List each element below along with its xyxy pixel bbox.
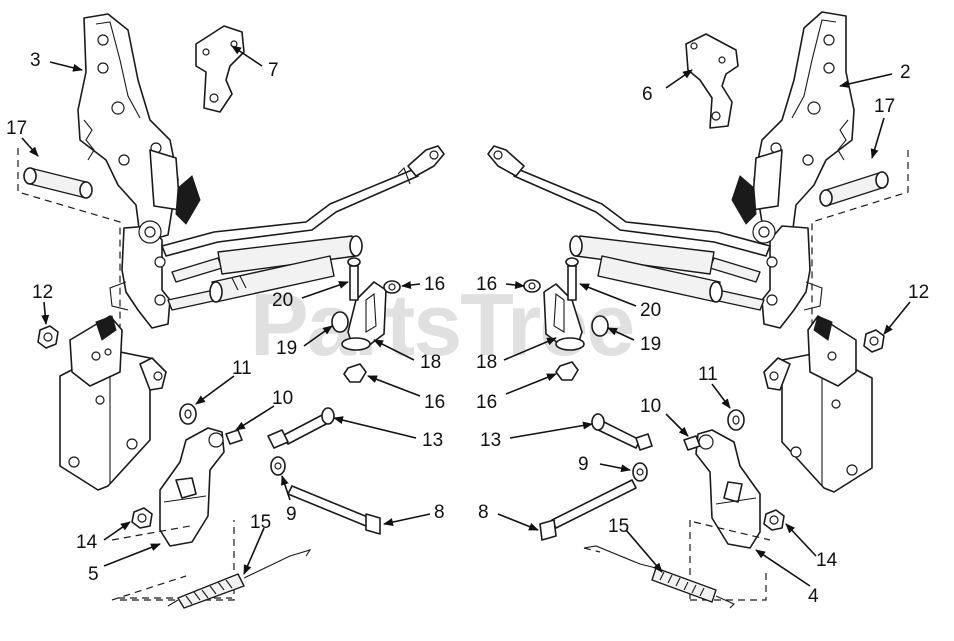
callout-10-right: 10 [640,396,661,417]
callout-10-left: 10 [272,388,293,409]
left-latch-plate [59,315,167,491]
part-6-right-bracket [685,33,739,129]
callout-11-right: 11 [698,364,718,385]
part-20-left-bolt [347,257,361,301]
left-gas-springs [167,235,363,311]
part-5-left-latch-lever [111,427,235,601]
right-assembly [487,11,909,609]
callout-18-left: 18 [420,352,441,373]
callout-7: 7 [268,60,279,81]
callout-14-left: 14 [76,532,98,553]
callout-12-right: 12 [908,282,929,303]
right-pull-rod [487,145,771,257]
callout-18-right: 18 [476,352,497,373]
callout-11-left: 11 [232,358,252,379]
part-11-left-washer [179,403,197,425]
callout-16-b: 16 [476,274,497,295]
callout-labels: 3 2 7 6 17 17 12 12 11 11 10 10 13 13 9 … [6,50,929,607]
callout-13-right: 13 [480,430,501,451]
part-15-left-spring [111,549,312,609]
part-12-left-nut [37,325,59,349]
part-14-right-nut [763,509,785,531]
right-latch-plate [763,315,873,493]
callout-2: 2 [900,62,911,83]
callout-4: 4 [808,586,819,607]
callout-14-right: 14 [816,550,838,571]
part-16-right-nut-top [523,279,541,293]
left-pull-rod [161,145,445,257]
callout-9-right: 9 [578,454,589,475]
callout-9-left: 9 [286,504,297,525]
part-16-left-nut-top [383,280,401,294]
left-hinge-plate [109,220,171,329]
part-16-left-nut-bottom [343,363,367,383]
part-19-left-bumper [331,311,349,333]
callout-19-right: 19 [640,334,661,355]
callout-8-right: 8 [478,502,489,523]
part-8-right-pin [539,479,637,541]
callout-16-d: 16 [476,392,497,413]
part-17-right-grip [819,171,889,207]
callout-15-right: 15 [608,516,629,537]
part-13-left-bolt [267,407,335,449]
callout-6: 6 [642,84,653,105]
callout-20-right: 20 [640,300,661,321]
part-19-right-bumper [591,315,609,337]
part-17-left-grip [23,167,93,199]
part-9-left-washer [270,456,286,476]
part-3-left-lever-bracket [77,13,201,241]
part-18-right-stop-bracket [543,283,585,351]
part-15-right-spring [583,545,767,609]
callout-5: 5 [88,564,99,585]
callout-16-c: 16 [424,392,445,413]
callout-3: 3 [30,50,41,71]
part-8-left-pin [287,485,381,535]
right-gas-springs [569,235,765,311]
part-10-right-bushing [683,435,701,451]
leader-lines [21,45,911,587]
part-16-right-nut-bottom [555,361,579,381]
left-assembly [17,13,445,609]
right-hinge-plate [752,220,823,329]
part-4-right-latch-lever [689,429,771,600]
callout-12-left: 12 [32,282,53,303]
part-13-right-bolt [591,413,653,451]
part-7-left-bracket [195,25,245,113]
part-10-left-bushing [225,429,243,445]
part-9-right-washer [632,462,648,482]
callout-17-right: 17 [874,96,895,117]
callout-16-a: 16 [424,274,445,295]
callout-13-left: 13 [422,430,443,451]
part-12-right-nut [863,329,885,353]
callout-15-left: 15 [250,512,271,533]
part-20-right-bolt [565,257,579,301]
callout-19-left: 19 [276,338,297,359]
callout-20-left: 20 [272,290,293,311]
callout-8-left: 8 [434,502,445,523]
part-18-left-stop-bracket [341,281,387,351]
part-2-right-lever-bracket [731,11,855,241]
part-11-right-washer [727,409,745,431]
part-14-left-nut [131,507,153,529]
callout-17-left: 17 [6,118,27,139]
